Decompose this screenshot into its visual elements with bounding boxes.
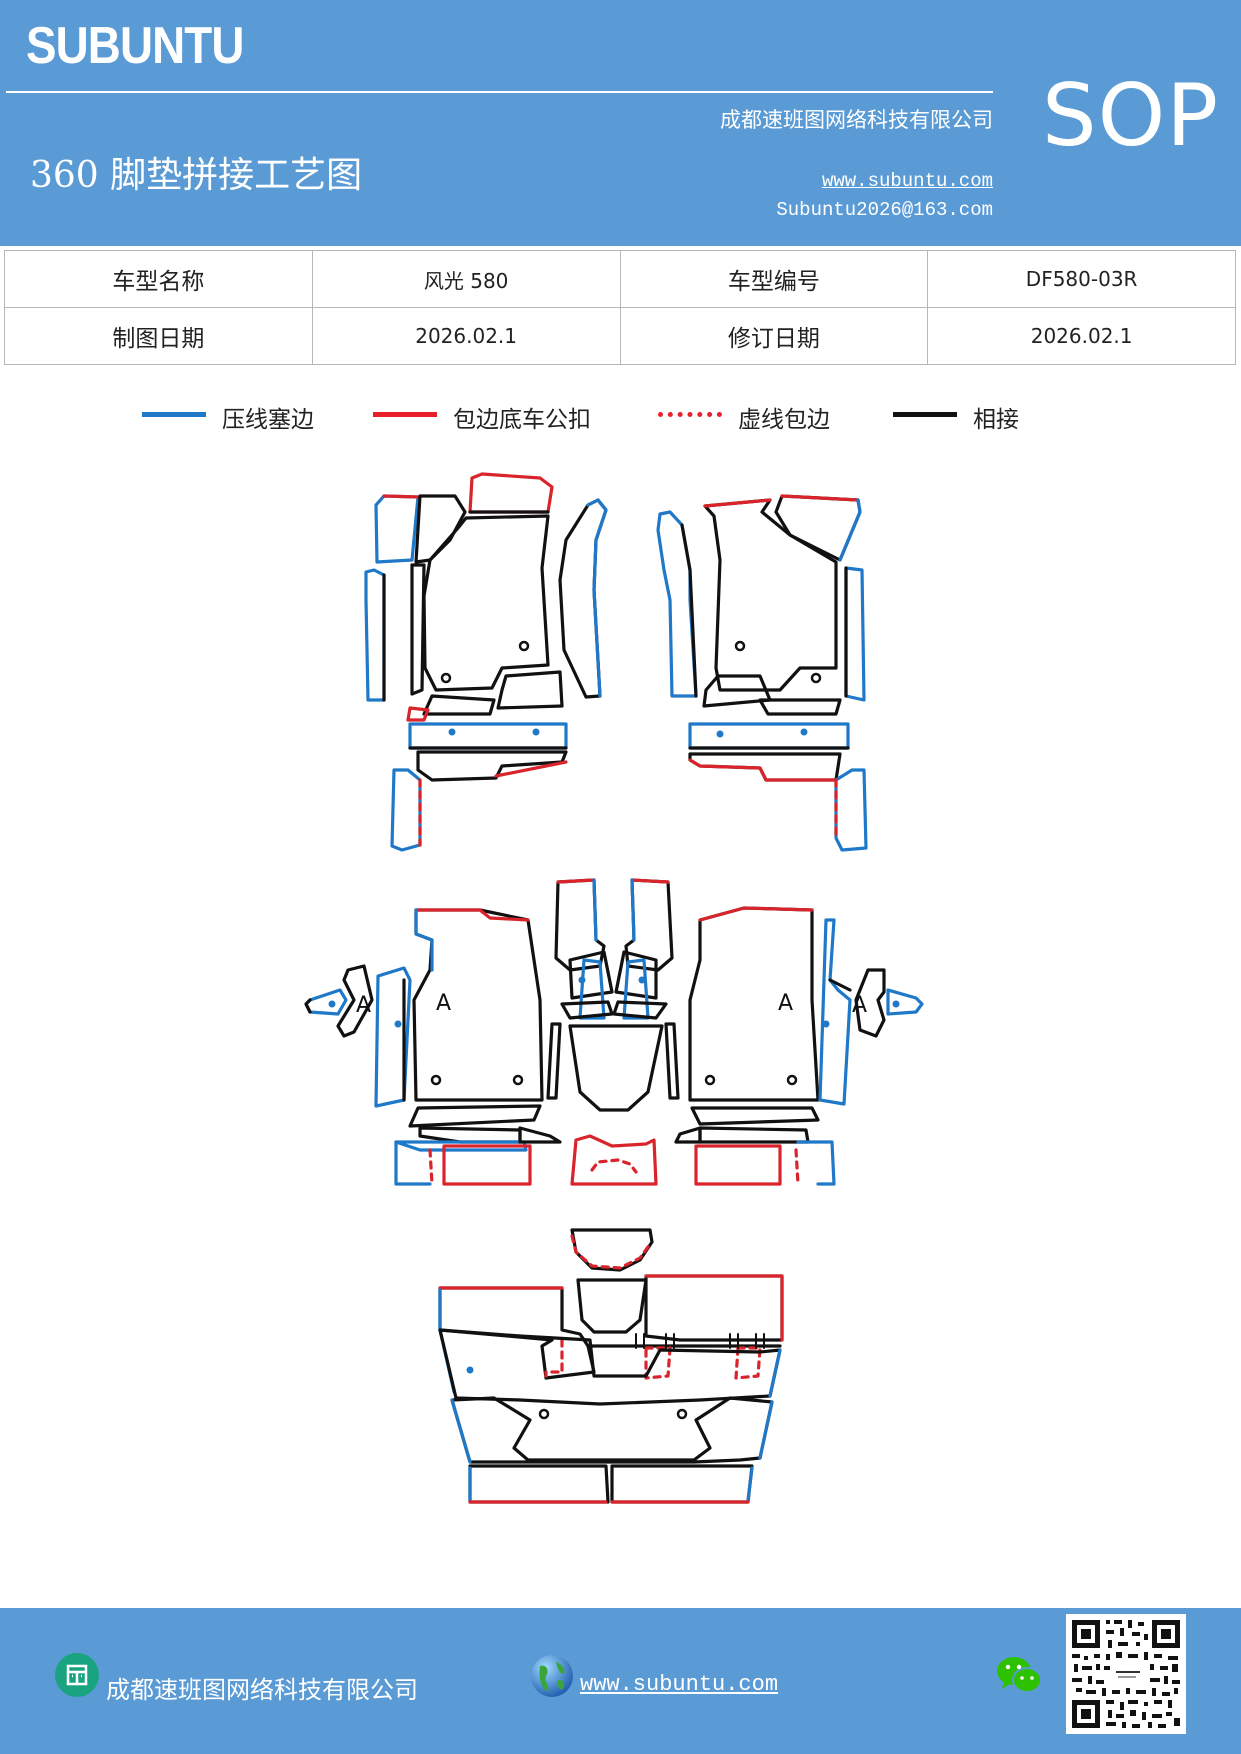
model-code-label: 车型编号 bbox=[619, 250, 929, 308]
sop-badge: SOP bbox=[1042, 66, 1220, 166]
legend-swatch bbox=[373, 412, 437, 417]
building-icon bbox=[55, 1653, 99, 1697]
page-title: 360 脚垫拼接工艺图 bbox=[30, 155, 363, 196]
floor-mat-diagram: A A A A bbox=[304, 472, 924, 1504]
website-link[interactable]: www.subuntu.com bbox=[821, 170, 993, 192]
draw-date-label: 制图日期 bbox=[4, 307, 313, 365]
marker-a: A bbox=[778, 991, 793, 1016]
legend-label: 包边底车公扣 bbox=[453, 407, 591, 433]
marker-a: A bbox=[852, 993, 867, 1018]
model-name-value: 风光 580 bbox=[311, 250, 621, 308]
marker-a: A bbox=[436, 991, 451, 1016]
legend-label: 相接 bbox=[973, 407, 1019, 433]
header-banner: SUBUNTU 成都速班图网络科技有限公司 360 脚垫拼接工艺图 www.su… bbox=[0, 0, 1241, 246]
email-address: Subuntu2026@163.com bbox=[776, 199, 993, 221]
info-table: 车型名称 风光 580 车型编号 DF580-03R 制图日期 2026.02.… bbox=[4, 250, 1236, 365]
second-row-left-mat bbox=[304, 908, 562, 1186]
brand-logo: SUBUNTU bbox=[26, 17, 244, 75]
draw-date-value: 2026.02.1 bbox=[311, 307, 621, 365]
footer-banner: 成都速班图网络科技有限公司 www.subuntu.com bbox=[0, 1608, 1241, 1754]
model-code-value: DF580-03R bbox=[927, 250, 1236, 308]
third-row-mat bbox=[438, 1228, 784, 1504]
revise-date-value: 2026.02.1 bbox=[927, 307, 1236, 365]
footer-website-link[interactable]: www.subuntu.com bbox=[580, 1672, 779, 1697]
revise-date-label: 修订日期 bbox=[619, 307, 929, 365]
table-row: 车型名称 风光 580 车型编号 DF580-03R bbox=[4, 250, 1236, 308]
second-row-center-mat bbox=[546, 878, 680, 1186]
front-right-mat bbox=[656, 494, 868, 852]
wechat-icon bbox=[997, 1657, 1042, 1693]
table-row: 制图日期 2026.02.1 修订日期 2026.02.1 bbox=[4, 307, 1236, 365]
legend-swatch bbox=[142, 412, 206, 417]
legend-swatch bbox=[658, 412, 722, 417]
legend: 压线塞边 包边底车公扣 虚线包边 相接 bbox=[0, 400, 1241, 440]
a-markers: A A A A bbox=[356, 991, 867, 1018]
header-divider bbox=[6, 91, 993, 93]
front-left-mat bbox=[364, 472, 608, 852]
qr-code-image bbox=[1066, 1614, 1186, 1734]
marker-a: A bbox=[356, 993, 371, 1018]
marker-dots bbox=[328, 640, 900, 1420]
legend-swatch bbox=[893, 412, 957, 417]
company-name: 成都速班图网络科技有限公司 bbox=[720, 108, 993, 132]
legend-label: 压线塞边 bbox=[222, 407, 314, 433]
legend-label: 虚线包边 bbox=[738, 407, 830, 433]
model-name-label: 车型名称 bbox=[4, 250, 313, 308]
second-row-right-mat bbox=[674, 906, 924, 1186]
footer-company-name: 成都速班图网络科技有限公司 bbox=[106, 1676, 418, 1704]
globe-icon bbox=[531, 1655, 573, 1697]
